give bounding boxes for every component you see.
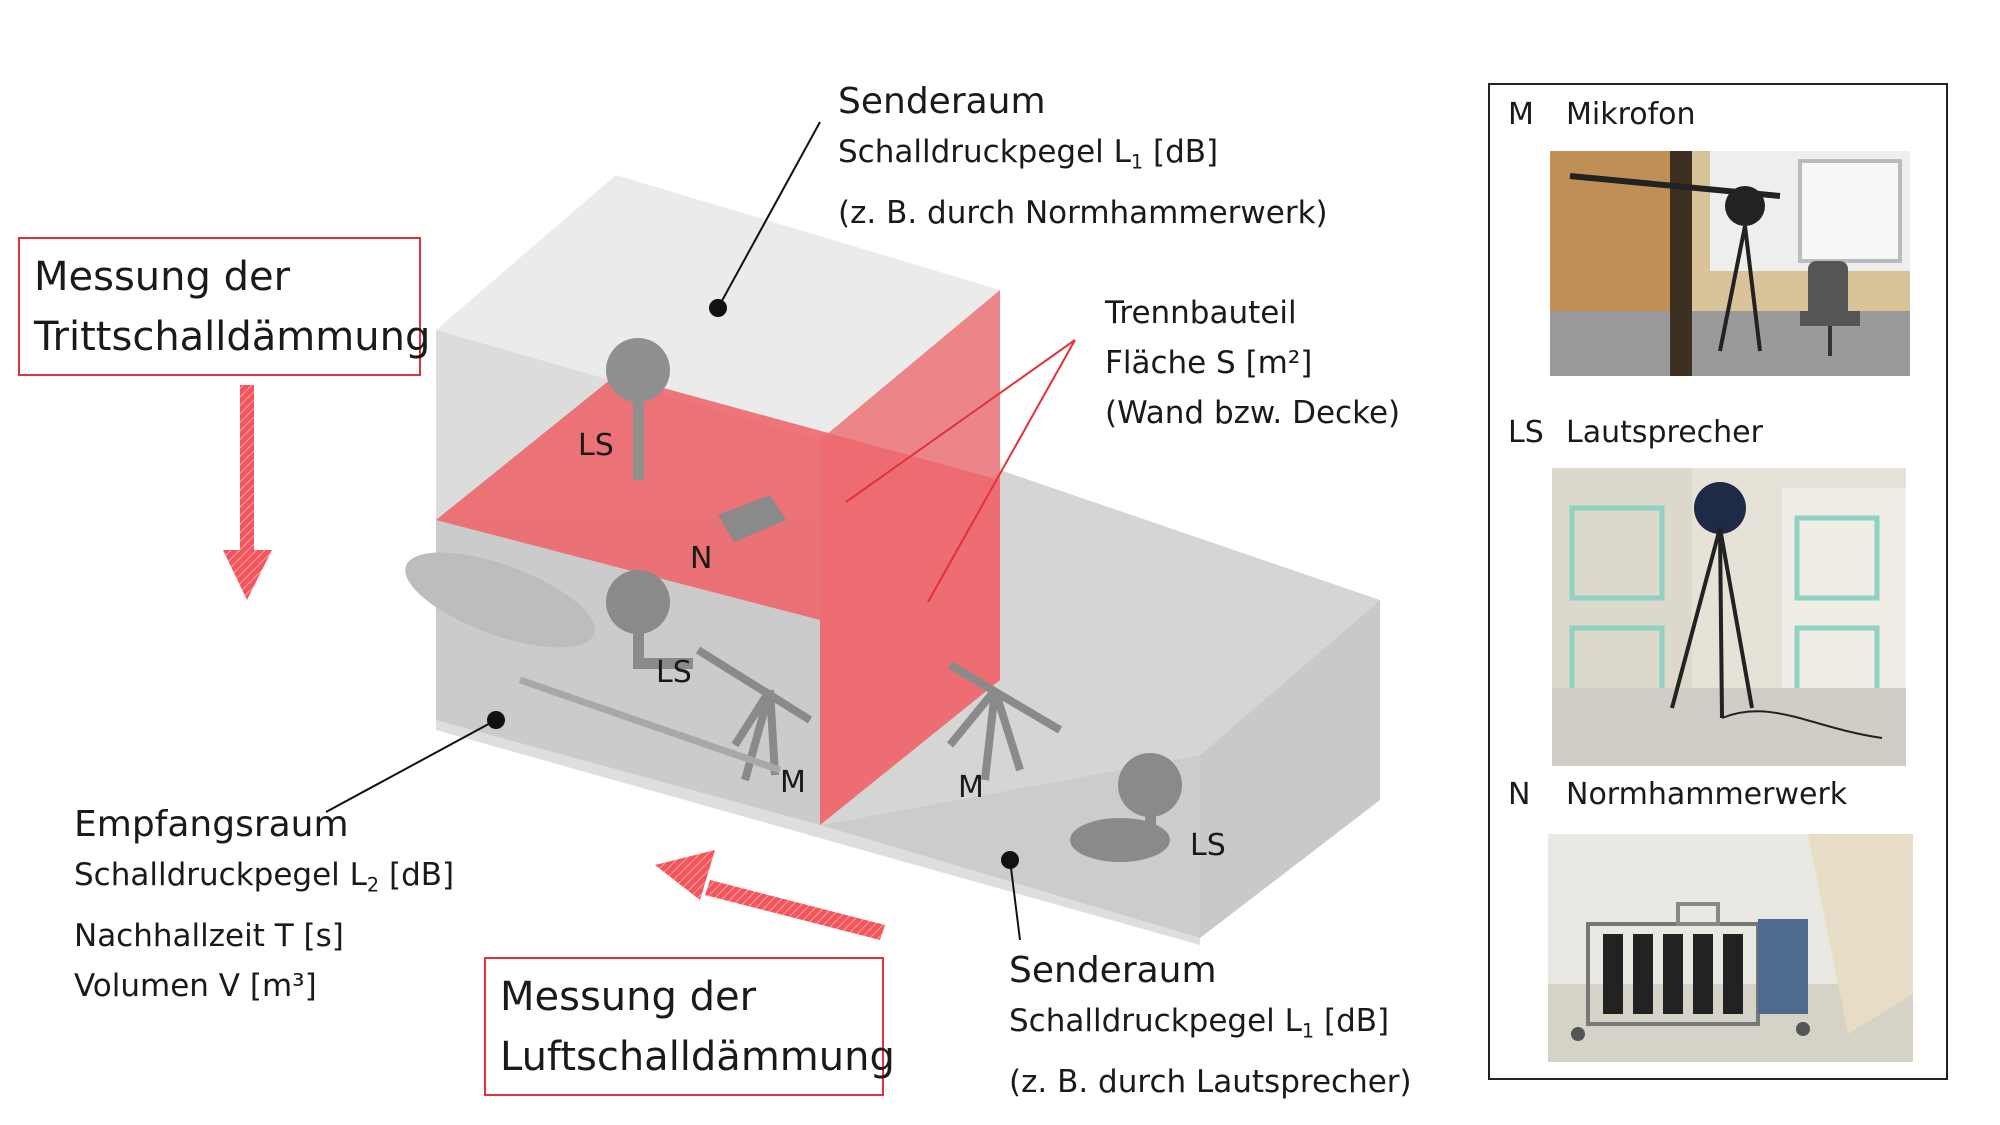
legend-key-n: N bbox=[1508, 777, 1531, 812]
legend-key-ls: LS bbox=[1508, 415, 1544, 450]
receiver-volume: Volumen V [m³] bbox=[74, 967, 317, 1004]
microphone-right bbox=[946, 661, 1063, 781]
partition-annotation: Trennbauteil Fläche S [m²] (Wand bzw. De… bbox=[1105, 288, 1400, 438]
tapping-machine-photo-icon bbox=[1548, 834, 1913, 1062]
arrow-airborne bbox=[655, 850, 885, 940]
sender-right-title: Senderaum bbox=[1009, 950, 1217, 991]
sender-right-annotation: Senderaum Schalldruckpegel L1 [dB] (z. B… bbox=[1009, 946, 1412, 1107]
sender-top-level: Schalldruckpegel L1 [dB] bbox=[838, 134, 1219, 174]
receiver-level: Schalldruckpegel L2 [dB] bbox=[74, 857, 455, 897]
airborne-sound-line1: Messung der bbox=[500, 974, 757, 1020]
room-diagram: LS N LS M M LS bbox=[223, 121, 1380, 945]
impact-sound-line2: Trittschalldämmung bbox=[34, 314, 431, 360]
label-m-left: M bbox=[780, 765, 806, 800]
microphone-left bbox=[518, 646, 813, 782]
label-n: N bbox=[690, 541, 712, 576]
legend-label-normhammerwerk: Normhammerwerk bbox=[1566, 777, 1848, 812]
label-ls-top: LS bbox=[578, 428, 614, 463]
label-ls-middle: LS bbox=[656, 655, 692, 690]
receiver-annotation: Empfangsraum Schalldruckpegel L2 [dB] Na… bbox=[74, 800, 454, 1011]
receiver-title: Empfangsraum bbox=[74, 804, 349, 845]
arrow-impact bbox=[223, 385, 272, 600]
sender-right-note: (z. B. durch Lautsprecher) bbox=[1009, 1063, 1412, 1100]
legend-label-lautsprecher: Lautsprecher bbox=[1566, 415, 1763, 450]
microphone-photo-icon bbox=[1550, 151, 1910, 376]
sender-top-title: Senderaum bbox=[838, 81, 1046, 122]
sender-top-note: (z. B. durch Normhammerwerk) bbox=[838, 194, 1328, 231]
legend-label-mikrofon: Mikrofon bbox=[1566, 97, 1696, 132]
impact-sound-line1: Messung der bbox=[34, 254, 291, 300]
airborne-sound-line2: Luftschalldämmung bbox=[500, 1034, 895, 1080]
partition-title: Trennbauteil bbox=[1105, 295, 1297, 331]
partition-area: Fläche S [m²] bbox=[1105, 345, 1313, 381]
sender-right-level: Schalldruckpegel L1 [dB] bbox=[1009, 1003, 1390, 1043]
impact-sound-box: Messung der Trittschalldämmung bbox=[18, 237, 431, 376]
leader-lines bbox=[325, 121, 1076, 941]
loudspeaker-top bbox=[606, 338, 670, 480]
sender-top-annotation: Senderaum Schalldruckpegel L1 [dB] (z. B… bbox=[838, 77, 1328, 238]
loudspeaker-middle bbox=[405, 552, 693, 669]
loudspeaker-photo-icon bbox=[1552, 468, 1906, 766]
label-ls-right: LS bbox=[1190, 828, 1226, 863]
label-m-right: M bbox=[958, 770, 984, 805]
loudspeaker-right bbox=[1070, 753, 1182, 862]
tapping-machine bbox=[718, 495, 786, 542]
legend-key-m: M bbox=[1508, 97, 1534, 132]
receiver-reverb: Nachhallzeit T [s] bbox=[74, 917, 344, 954]
equipment-legend: M Mikrofon LS Lautsprecher bbox=[1488, 83, 1948, 1080]
airborne-sound-box: Messung der Luftschalldämmung bbox=[484, 957, 895, 1096]
partition-note: (Wand bzw. Decke) bbox=[1105, 395, 1401, 431]
